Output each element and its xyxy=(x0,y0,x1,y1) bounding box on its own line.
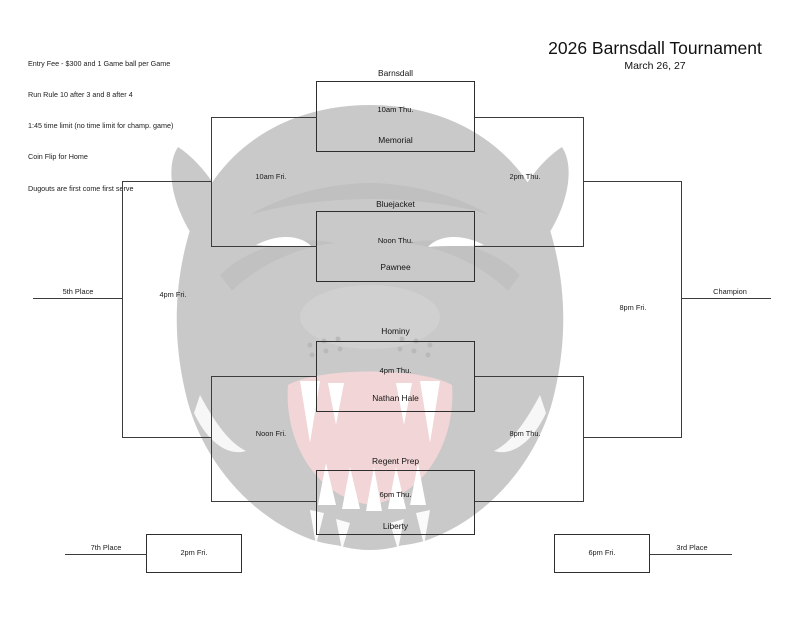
rule-line: Entry Fee - $300 and 1 Game ball per Gam… xyxy=(28,58,171,68)
fifth-place-time: 4pm Fri. xyxy=(159,290,187,299)
rule-line: Coin Flip for Home xyxy=(28,152,88,162)
game-2-bottom-team: Pawnee xyxy=(380,262,411,272)
fifth-place-out xyxy=(33,298,123,299)
championship-time: 8pm Fri. xyxy=(619,303,647,312)
tournament-date: March 26, 27 xyxy=(624,60,686,72)
game-3-top-team: Hominy xyxy=(381,326,410,336)
game-3-bottom-team: Nathan Hale xyxy=(372,393,419,403)
losers-lower-join xyxy=(211,376,212,502)
winners-lower-join xyxy=(583,376,584,502)
fifth-place-label: 5th Place xyxy=(62,287,94,296)
losers-semi-1-time: 10am Fri. xyxy=(255,172,287,181)
seventh-place-time: 2pm Fri. xyxy=(180,548,208,557)
winners-lower-out xyxy=(583,437,681,438)
third-place-box[interactable] xyxy=(554,534,650,573)
winners-upper-out xyxy=(583,181,681,182)
game-2-time: Noon Thu. xyxy=(377,236,414,245)
losers-lower-in-2 xyxy=(211,501,317,502)
losers-lower-out xyxy=(122,437,212,438)
game-box-1[interactable] xyxy=(316,81,475,152)
seventh-place-out xyxy=(65,554,147,555)
fifth-place-join xyxy=(122,181,123,438)
game-4-top-team: Regent Prep xyxy=(371,456,420,466)
championship-out xyxy=(681,298,771,299)
game-2-top-team: Bluejacket xyxy=(376,199,415,209)
winners-upper-in-1 xyxy=(475,117,584,118)
title-block: 2026 Barnsdall Tournament March 26, 27 xyxy=(520,38,790,73)
rule-line: Run Rule 10 after 3 and 8 after 4 xyxy=(28,90,133,100)
game-4-time: 6pm Thu. xyxy=(379,490,412,499)
third-place-label: 3rd Place xyxy=(676,543,708,552)
losers-upper-join xyxy=(211,117,212,247)
third-place-time: 6pm Fri. xyxy=(588,548,616,557)
third-place-out xyxy=(650,554,732,555)
game-1-time: 10am Thu. xyxy=(377,105,414,114)
seventh-place-label: 7th Place xyxy=(90,543,122,552)
losers-semi-2-time: Noon Fri. xyxy=(255,429,287,438)
championship-join xyxy=(681,181,682,438)
champion-label: Champion xyxy=(713,287,747,296)
losers-upper-in-1 xyxy=(211,117,317,118)
game-3-time: 4pm Thu. xyxy=(379,366,412,375)
game-4-bottom-team: Liberty xyxy=(382,521,409,531)
losers-upper-in-2 xyxy=(211,246,317,247)
losers-lower-in-1 xyxy=(211,376,317,377)
page-title: 2026 Barnsdall Tournament xyxy=(548,38,762,58)
seventh-place-box[interactable] xyxy=(146,534,242,573)
game-1-bottom-team: Memorial xyxy=(378,135,413,145)
winners-lower-in-1 xyxy=(475,376,584,377)
winners-semi-1-time: 2pm Thu. xyxy=(509,172,541,181)
rule-line: 1:45 time limit (no time limit for champ… xyxy=(28,121,174,131)
rule-line: Dugouts are first come first serve xyxy=(28,183,134,193)
losers-upper-out xyxy=(122,181,212,182)
winners-lower-in-2 xyxy=(475,501,584,502)
winners-upper-join xyxy=(583,117,584,247)
winners-upper-in-2 xyxy=(475,246,584,247)
game-1-top-team: Barnsdall xyxy=(378,68,413,78)
winners-semi-2-time: 8pm Thu. xyxy=(509,429,541,438)
game-box-4[interactable] xyxy=(316,470,475,535)
tournament-rules-note: Entry Fee - $300 and 1 Game ball per Gam… xyxy=(28,38,173,215)
